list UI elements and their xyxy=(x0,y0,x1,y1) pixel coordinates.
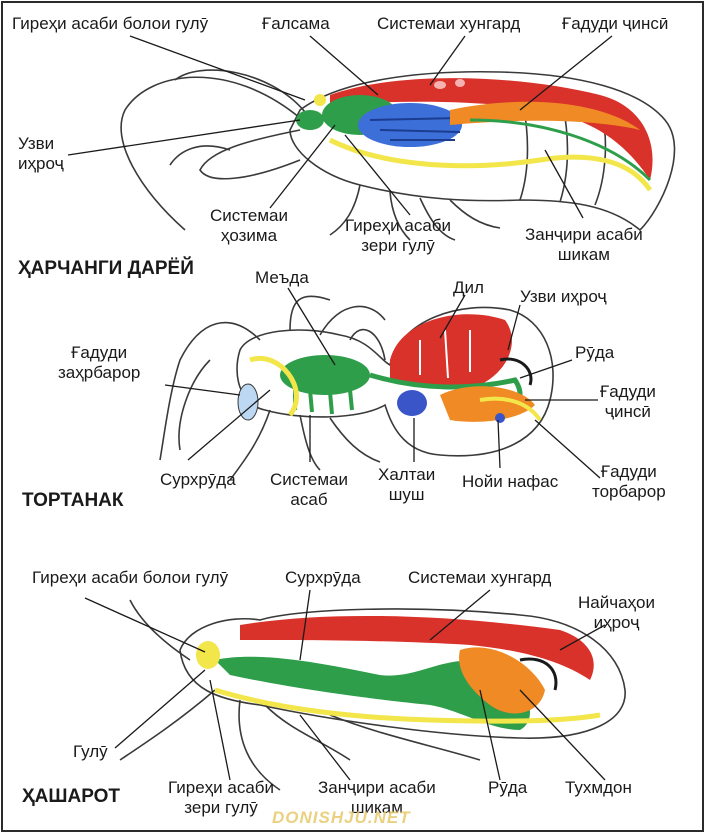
label-crayfish-ganglion-lower: Гиреҳи асаби зери гулӯ xyxy=(345,216,452,255)
label-spider-stomach: Меъда xyxy=(255,268,309,287)
label-spider-nervous: Системаи асаб xyxy=(270,470,348,509)
crayfish-organs xyxy=(296,78,653,192)
label-spider-esophagus: Сурхрӯда xyxy=(160,470,236,489)
spider-stomach xyxy=(280,355,370,395)
title-spider: ТОРТАНАК xyxy=(22,490,124,511)
label-insect-gut: Рӯда xyxy=(488,778,528,797)
insect-illustration xyxy=(119,599,626,791)
insect-nerve-chain xyxy=(214,687,601,724)
label-crayfish-digestive: Системаи ҳозима xyxy=(210,206,288,245)
crayfish-circulatory xyxy=(330,78,653,180)
label-insect-pharynx: Гулӯ xyxy=(73,742,108,761)
insect-brain xyxy=(196,641,220,669)
spider-venom-gland xyxy=(237,383,259,421)
crayfish-gonad xyxy=(450,101,640,130)
insect-circulatory xyxy=(240,615,594,680)
label-crayfish-gonad: Ғадуди ҷинсӣ xyxy=(562,14,669,33)
label-crayfish-stomach: Ғалсама xyxy=(262,14,330,33)
label-insect-ovary: Тухмдон xyxy=(565,778,632,797)
spider-lung-sac xyxy=(397,390,427,416)
label-crayfish-circulatory: Системаи хунгард xyxy=(377,14,521,33)
spider-nervous xyxy=(249,355,299,417)
label-spider-gut: Рӯда xyxy=(575,343,615,362)
label-insect-brain-upper: Гиреҳи асаби болои гулӯ xyxy=(32,568,229,587)
label-insect-excretory-tubes: Найчаҳои иҳроҷ xyxy=(578,593,655,632)
title-crayfish: ҲАРЧАНГИ ДАРЁЙ xyxy=(18,258,194,279)
spider-gonad xyxy=(440,386,535,422)
title-insect: ҲАШАРОТ xyxy=(22,786,121,807)
insect-organs xyxy=(196,615,601,730)
crayfish-brain xyxy=(296,110,324,130)
label-insect-circulatory: Системаи хунгард xyxy=(408,568,552,587)
leader-lines xyxy=(67,35,613,781)
label-crayfish-nerve-chain: Занҷири асаби шикам xyxy=(525,225,643,264)
label-spider-venom-gland: Ғадуди заҳрбарор xyxy=(58,343,141,382)
spider-silk-gland xyxy=(479,396,542,422)
label-spider-lung-sac: Халтаи шуш xyxy=(378,465,436,504)
crayfish-nerve-chain xyxy=(328,137,653,192)
insect-esophagus xyxy=(215,656,530,730)
label-crayfish-brain-upper: Гиреҳи асаби болои гулӯ xyxy=(12,14,209,33)
label-spider-silk-gland: Ғадуди торбарор xyxy=(592,462,666,501)
label-crayfish-excretory: Узви иҳроҷ xyxy=(18,134,64,173)
label-insect-esophagus: Сурхрӯда xyxy=(285,568,361,587)
insect-ovary xyxy=(459,647,545,714)
spider-organs xyxy=(237,314,542,423)
watermark: DONISHJU.NET xyxy=(272,808,411,827)
label-insect-ganglion-lower: Гиреҳи асаби зери гулӯ xyxy=(168,778,275,817)
label-spider-heart: Дил xyxy=(453,278,484,297)
spider-heart xyxy=(390,314,512,388)
label-insect-nerve-chain: Занҷири асаби шикам xyxy=(318,778,436,817)
label-spider-trachea: Нойи нафас xyxy=(462,472,559,491)
label-spider-excretory: Узви иҳроҷ xyxy=(520,287,607,306)
crayfish-stomach xyxy=(358,103,462,147)
label-spider-gonad: Ғадуди ҷинсӣ xyxy=(600,382,656,421)
